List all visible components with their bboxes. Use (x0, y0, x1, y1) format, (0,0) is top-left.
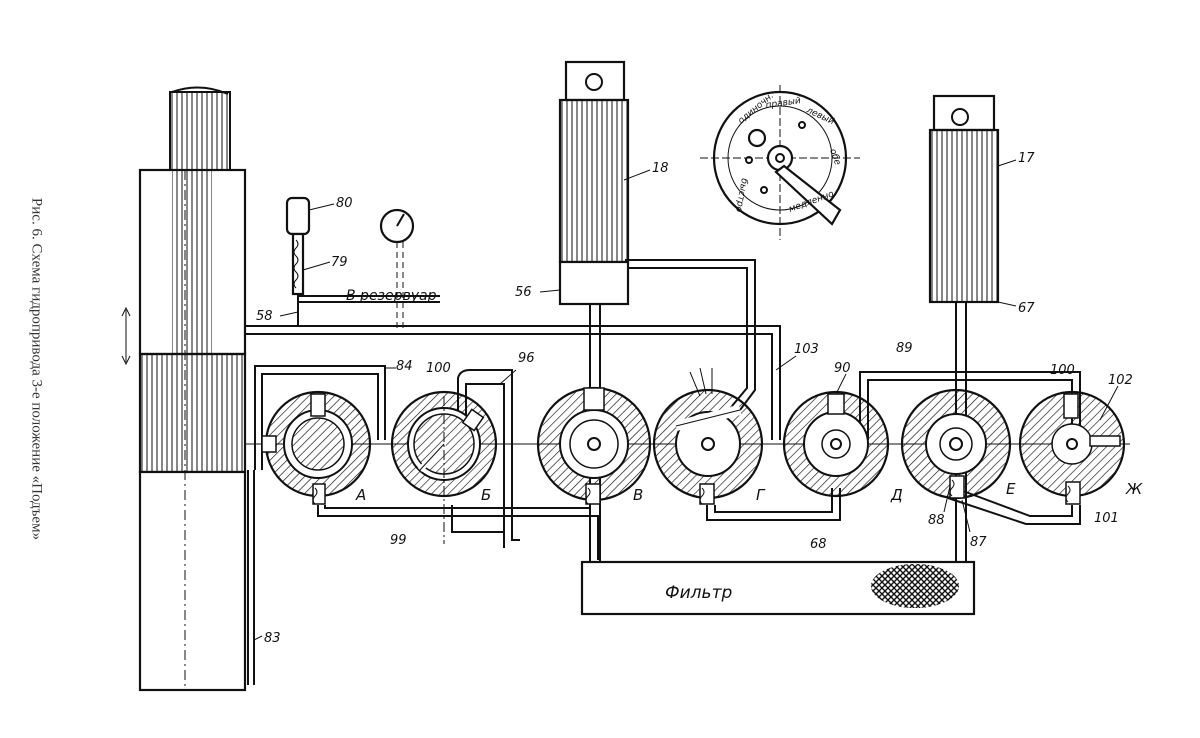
pressure-gauge (379, 208, 415, 330)
label-58: 58 (256, 309, 273, 324)
label-80: 80 (336, 196, 353, 211)
label-103: 103 (794, 342, 819, 357)
label-102: 102 (1108, 373, 1133, 388)
label-79: 79 (331, 255, 348, 270)
valve-letters: А Б В Г Д Е Ж (355, 480, 1143, 504)
valve-a (261, 390, 372, 505)
cylinder-18 (558, 60, 630, 562)
valve-letter-v: В (633, 486, 643, 504)
label-90: 90 (834, 361, 851, 376)
label-83: 83 (264, 631, 281, 646)
label-56: 56 (515, 285, 532, 300)
valve-zh (1018, 390, 1126, 505)
valve-v (536, 386, 652, 505)
valve-d (782, 390, 890, 498)
filter-label: Фильтр (665, 583, 732, 603)
label-96: 96 (518, 351, 535, 366)
label-17: 17 (1018, 151, 1035, 166)
callout-numbers: 80 79 58 84 100 96 99 18 56 103 90 89 17… (256, 151, 1133, 646)
reservoir-label: В резервуар (346, 288, 437, 304)
dial-text-2: правый (765, 96, 802, 111)
valve-g (652, 367, 764, 505)
valve-b (390, 390, 498, 544)
label-84: 84 (396, 359, 413, 374)
main-cylinder (121, 86, 255, 692)
label-99: 99 (390, 533, 407, 548)
label-100-b: 100 (1050, 363, 1075, 378)
label-87: 87 (970, 535, 987, 550)
label-89: 89 (896, 341, 913, 356)
label-18: 18 (652, 161, 669, 176)
breather-assembly (285, 196, 440, 325)
valve-letter-a: А (355, 486, 366, 504)
label-68: 68 (810, 537, 827, 552)
valve-e (900, 388, 1012, 500)
label-67: 67 (1018, 301, 1035, 316)
valve-letter-g: Г (756, 486, 766, 504)
label-101: 101 (1094, 511, 1119, 526)
selector-dial: одиночн. правый левый обе быстро медленн… (700, 85, 860, 240)
cylinder-17 (928, 94, 1000, 562)
valve-letter-d: Д (890, 486, 903, 504)
valve-letter-e: Е (1006, 480, 1016, 498)
filter-tank: Фильтр (580, 560, 976, 616)
callout-leaders (253, 159, 1119, 641)
valve-letter-b: Б (481, 486, 491, 504)
label-88: 88 (928, 513, 945, 528)
label-100-a: 100 (426, 361, 451, 376)
valve-letter-zh: Ж (1125, 480, 1143, 498)
